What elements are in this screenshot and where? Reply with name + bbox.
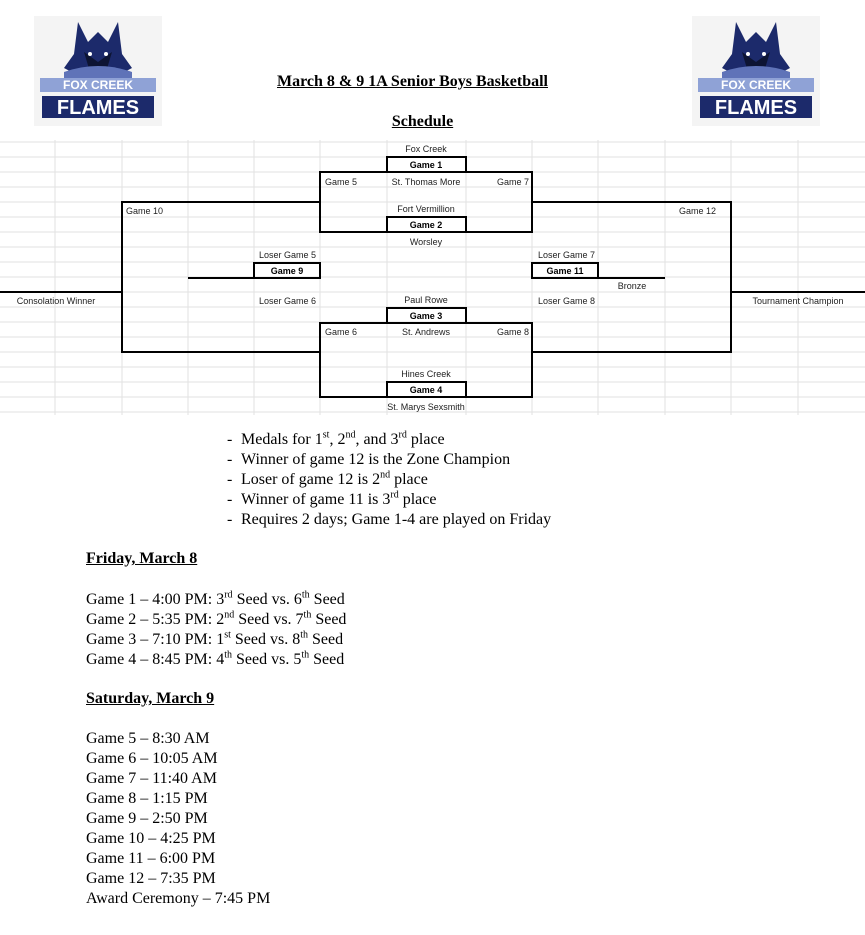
game1-team-bottom: St. Thomas More bbox=[392, 177, 461, 187]
game10-label: Game 10 bbox=[126, 206, 163, 216]
friday-schedule: Game 1 – 4:00 PM: 3rd Seed vs. 6th Seed … bbox=[86, 590, 346, 670]
game3-team-top: Paul Rowe bbox=[404, 295, 448, 305]
schedule-item: Game 1 – 4:00 PM: 3rd Seed vs. 6th Seed bbox=[86, 589, 345, 608]
friday-heading: Friday, March 8 bbox=[86, 550, 198, 567]
game4-label: Game 4 bbox=[410, 385, 443, 395]
schedule-item: Game 2 – 5:35 PM: 2nd Seed vs. 7th Seed bbox=[86, 609, 347, 628]
fox-mascot-icon: FOX CREEK FLAMES bbox=[34, 16, 162, 126]
schedule-item: Award Ceremony – 7:45 PM bbox=[86, 890, 271, 907]
tournament-notes: Medals for 1st, 2nd, and 3rd place Winne… bbox=[227, 430, 551, 530]
schedule-item: Game 10 – 4:25 PM bbox=[86, 830, 216, 847]
game12-label: Game 12 bbox=[679, 206, 716, 216]
game2-label: Game 2 bbox=[410, 220, 443, 230]
note-item: Requires 2 days; Game 1-4 are played on … bbox=[227, 510, 551, 530]
fox-mascot-icon: FOX CREEK FLAMES bbox=[692, 16, 820, 126]
game6-label: Game 6 bbox=[325, 327, 357, 337]
schedule-item: Game 6 – 10:05 AM bbox=[86, 750, 218, 767]
game4-team-top: Hines Creek bbox=[401, 369, 451, 379]
game3-team-bottom: St. Andrews bbox=[402, 327, 451, 337]
game9-label: Game 9 bbox=[271, 266, 304, 276]
game11-top: Loser Game 7 bbox=[538, 250, 595, 260]
bracket-lines bbox=[0, 156, 865, 398]
saturday-heading: Saturday, March 9 bbox=[86, 690, 215, 707]
consolation-winner: Consolation Winner bbox=[17, 296, 96, 306]
schedule-item: Game 3 – 7:10 PM: 1st Seed vs. 8th Seed bbox=[86, 629, 344, 648]
game11-label: Game 11 bbox=[546, 266, 583, 276]
note-item: Medals for 1st, 2nd, and 3rd place bbox=[227, 430, 551, 450]
note-item: Winner of game 12 is the Zone Champion bbox=[227, 450, 551, 470]
fox-creek-flames-logo-left: FOX CREEK FLAMES bbox=[34, 16, 162, 126]
game5-label: Game 5 bbox=[325, 177, 357, 187]
game11-bottom: Loser Game 8 bbox=[538, 296, 595, 306]
game2-team-bottom: Worsley bbox=[410, 237, 443, 247]
schedule-item: Game 5 – 8:30 AM bbox=[86, 730, 210, 747]
schedule-item: Game 4 – 8:45 PM: 4th Seed vs. 5th Seed bbox=[86, 649, 345, 668]
game9-bottom: Loser Game 6 bbox=[259, 296, 316, 306]
note-item: Winner of game 11 is 3rd place bbox=[227, 490, 551, 510]
tournament-champion: Tournament Champion bbox=[752, 296, 843, 306]
logo-text-bottom: FLAMES bbox=[715, 97, 797, 119]
game1-team-top: Fox Creek bbox=[405, 144, 447, 154]
game8-label: Game 8 bbox=[497, 327, 529, 337]
game3-label: Game 3 bbox=[410, 311, 443, 321]
schedule-item: Game 9 – 2:50 PM bbox=[86, 810, 208, 827]
game11-result: Bronze bbox=[618, 281, 647, 291]
logo-text-top: FOX CREEK bbox=[721, 78, 791, 92]
schedule-item: Game 7 – 11:40 AM bbox=[86, 770, 217, 787]
tournament-bracket: Fox Creek Game 1 St. Thomas More Fort Ve… bbox=[0, 140, 865, 415]
fox-creek-flames-logo-right: FOX CREEK FLAMES bbox=[692, 16, 820, 126]
game2-team-top: Fort Vermillion bbox=[397, 204, 455, 214]
game9-top: Loser Game 5 bbox=[259, 250, 316, 260]
page-subtitle: Schedule bbox=[391, 113, 454, 130]
saturday-schedule: Game 5 – 8:30 AM Game 6 – 10:05 AM Game … bbox=[86, 729, 270, 909]
schedule-item: Game 12 – 7:35 PM bbox=[86, 870, 216, 887]
logo-text-bottom: FLAMES bbox=[57, 97, 139, 119]
page-title: March 8 & 9 1A Senior Boys Basketball bbox=[277, 73, 548, 90]
game7-label: Game 7 bbox=[497, 177, 529, 187]
logo-text-top: FOX CREEK bbox=[63, 78, 133, 92]
note-item: Loser of game 12 is 2nd place bbox=[227, 470, 551, 490]
game4-team-bottom: St. Marys Sexsmith bbox=[387, 402, 465, 412]
game1-label: Game 1 bbox=[410, 160, 443, 170]
schedule-item: Game 8 – 1:15 PM bbox=[86, 790, 208, 807]
schedule-item: Game 11 – 6:00 PM bbox=[86, 850, 216, 867]
bracket-text: Fox Creek Game 1 St. Thomas More Fort Ve… bbox=[17, 144, 844, 412]
